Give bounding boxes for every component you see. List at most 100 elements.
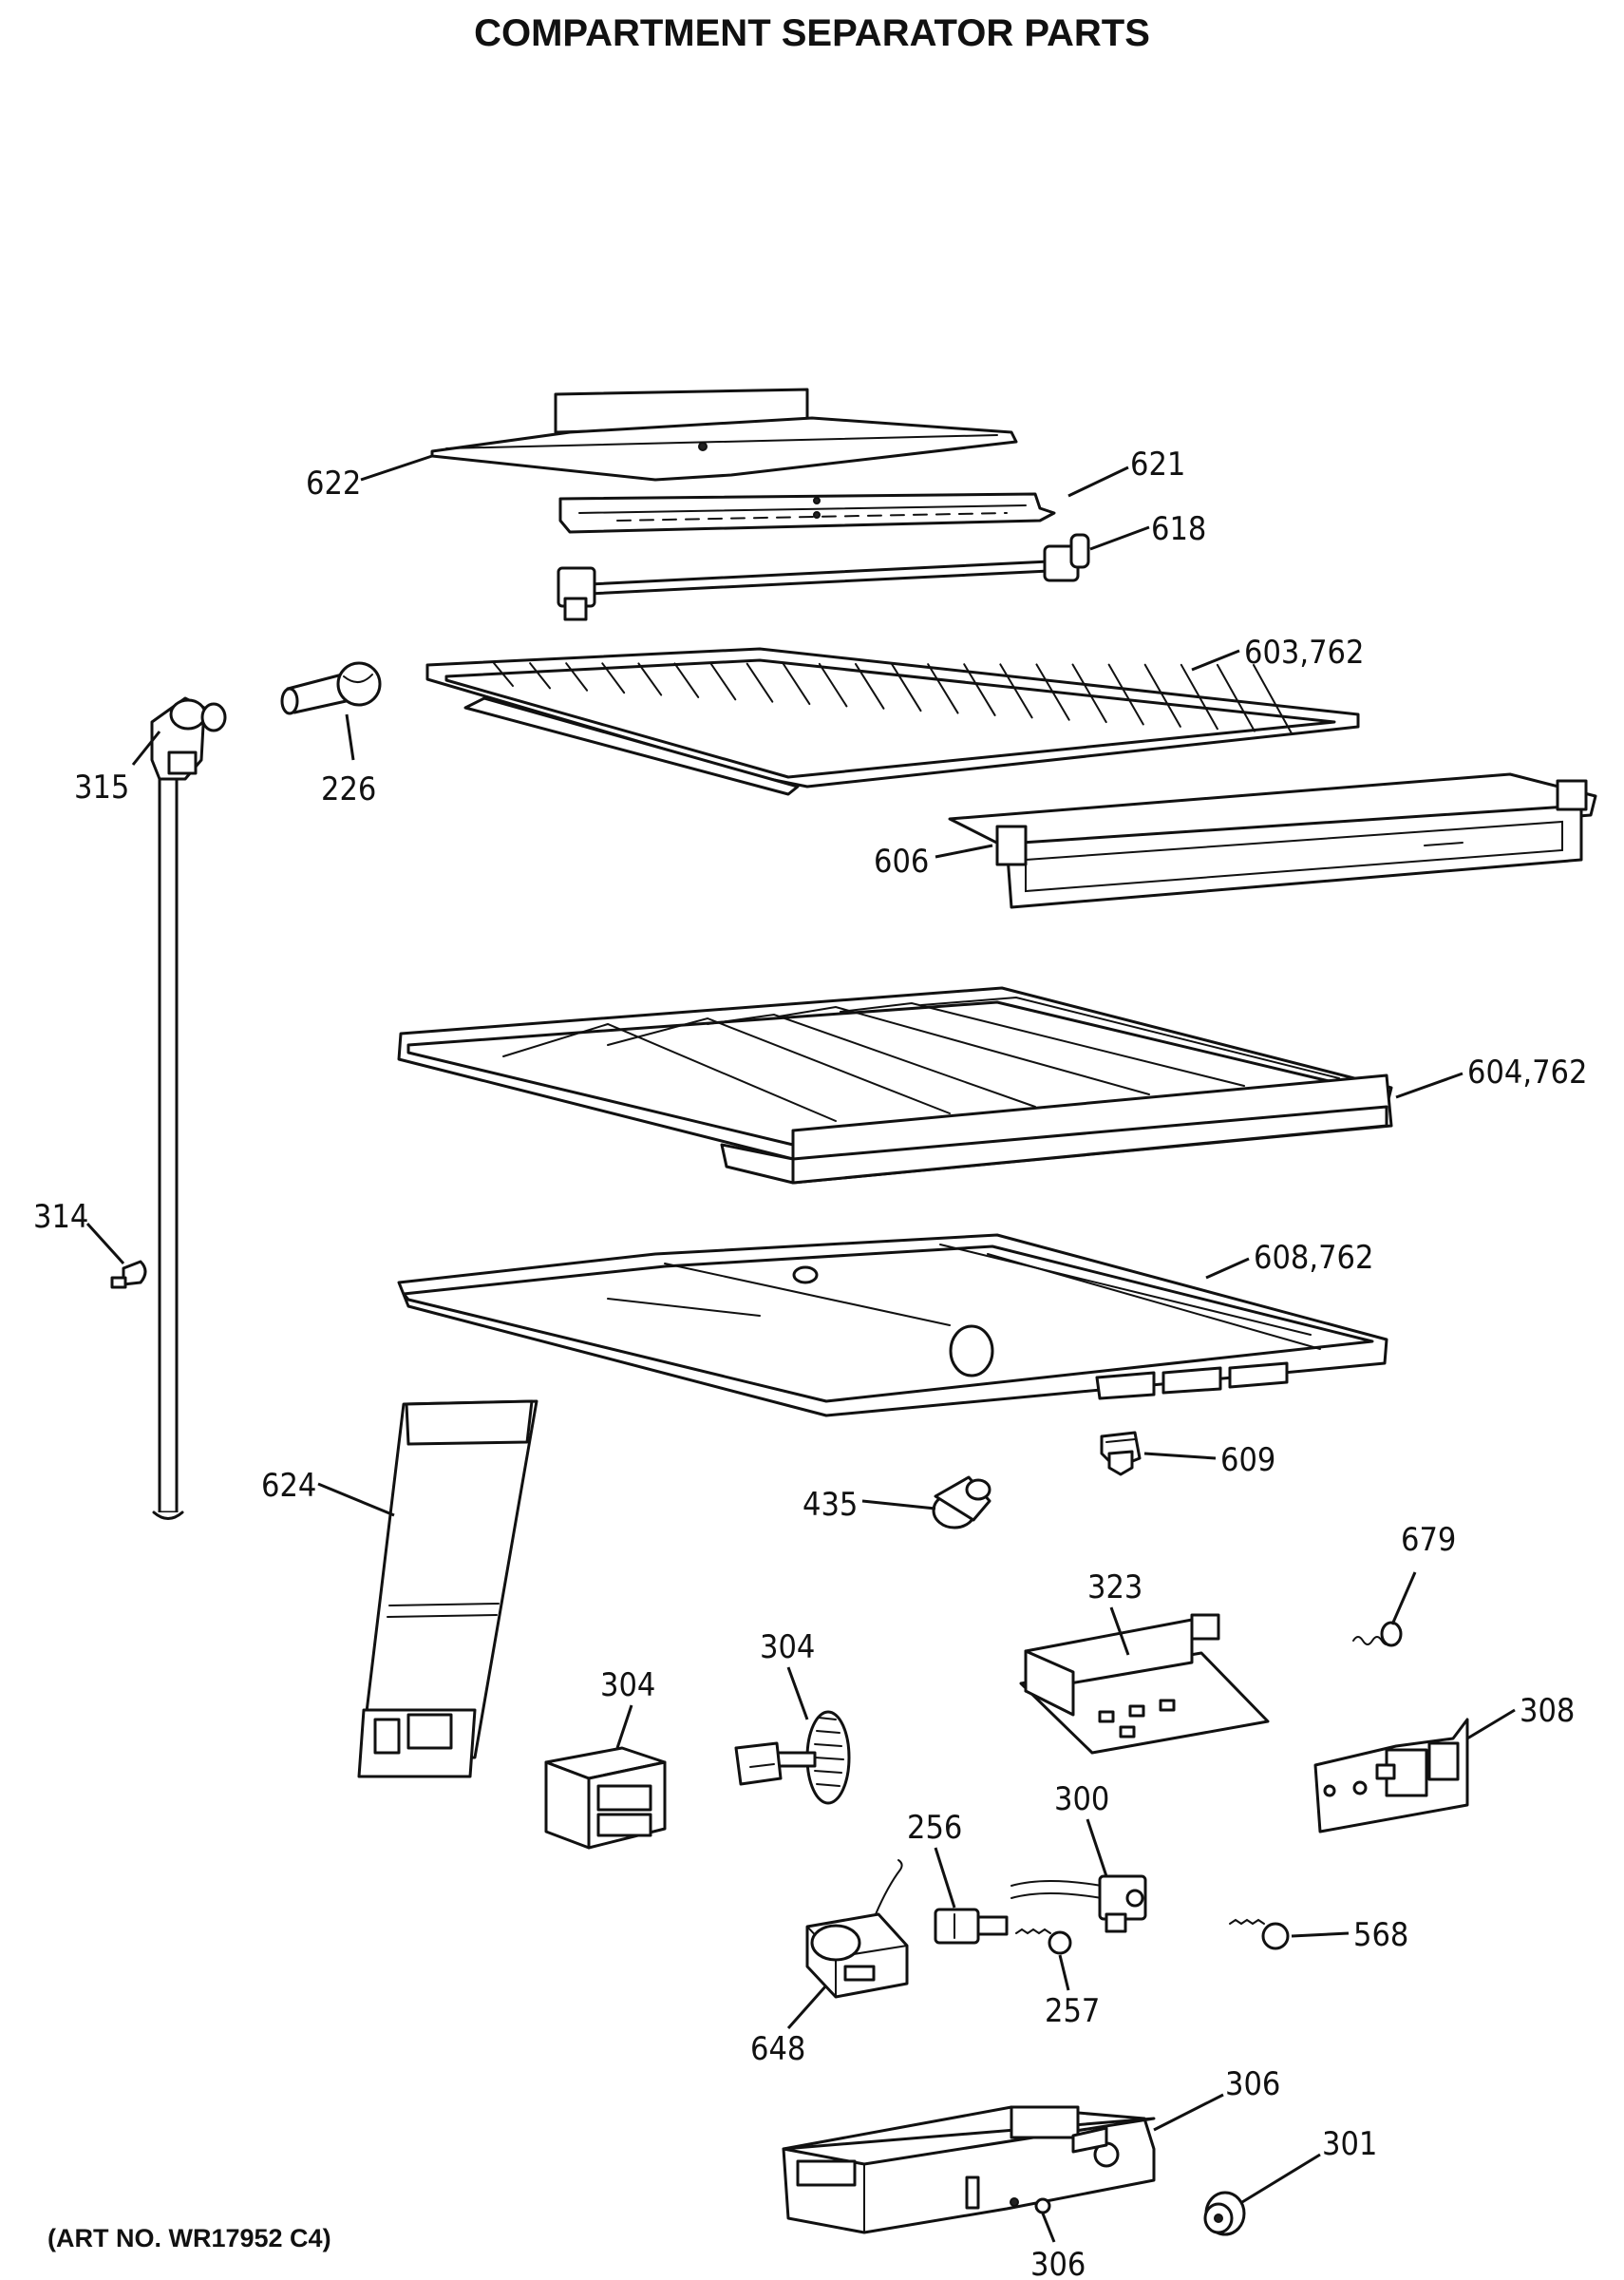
shelf-rib <box>927 663 959 714</box>
part-308-plate <box>1313 1718 1469 1834</box>
shelf-rib <box>1071 663 1107 724</box>
leader-568 <box>1291 1931 1350 1938</box>
leader-314 <box>85 1222 125 1265</box>
diagram-title: COMPARTMENT SEPARATOR PARTS <box>474 12 1150 54</box>
shelf-rib <box>601 662 626 694</box>
callout-568: 568 <box>1353 1916 1408 1954</box>
part-301-knob <box>1203 2191 1246 2236</box>
leader-257 <box>1058 1954 1070 1991</box>
callout-256: 256 <box>907 1809 962 1847</box>
callout-300: 300 <box>1054 1780 1109 1818</box>
callout-606: 606 <box>874 843 929 881</box>
shelf-rib <box>818 662 848 708</box>
leader-435 <box>861 1499 936 1510</box>
part-435-cap <box>932 1475 991 1530</box>
shelf-rib <box>1216 663 1256 732</box>
leader-603 <box>1191 649 1240 672</box>
part-606-trim-panel <box>948 772 1597 909</box>
leader-609 <box>1143 1452 1217 1460</box>
part-603-ribbed-shelf <box>425 647 1360 796</box>
callout-608: 608,762 <box>1254 1239 1373 1277</box>
callout-315: 315 <box>74 769 129 807</box>
part-679-spring <box>1352 1621 1403 1647</box>
callout-308: 308 <box>1520 1692 1575 1730</box>
shelf-rib <box>746 662 774 703</box>
callout-603: 603,762 <box>1244 634 1364 672</box>
part-304-damper-gear <box>734 1710 851 1805</box>
shelf-rib <box>1107 663 1144 726</box>
leader-604 <box>1395 1072 1463 1099</box>
callout-314: 314 <box>33 1198 88 1236</box>
part-256-switch <box>934 1908 1009 1945</box>
shelf-rib <box>963 663 996 716</box>
callout-604: 604,762 <box>1467 1054 1587 1092</box>
shelf-rib <box>529 662 552 690</box>
shelf-rib <box>673 662 700 698</box>
leader-315 <box>131 731 161 766</box>
leader-648 <box>786 1985 828 2029</box>
part-609-connector <box>1100 1431 1142 1476</box>
part-323-bracket <box>1019 1613 1270 1755</box>
part-257-screw <box>1015 1928 1072 1955</box>
leader-306b <box>1041 2213 1056 2243</box>
callout-labels: 622 621 618 603,762 315 226 606 604,762 … <box>33 446 1587 2280</box>
leader-323 <box>1109 1606 1130 1656</box>
part-568-screw <box>1229 1918 1290 1950</box>
part-314-clip <box>110 1260 147 1289</box>
leader-301 <box>1241 2153 1321 2204</box>
callout-679: 679 <box>1401 1521 1456 1559</box>
callout-304b: 304 <box>760 1628 815 1666</box>
callout-621: 621 <box>1130 446 1185 484</box>
callout-306b: 306 <box>1030 2246 1086 2280</box>
callout-435: 435 <box>803 1486 858 1524</box>
callout-226: 226 <box>321 770 376 808</box>
part-226-plug <box>280 661 382 715</box>
callout-304a: 304 <box>600 1666 655 1704</box>
callout-648: 648 <box>750 2030 805 2068</box>
part-621-rail <box>558 492 1056 534</box>
leader-304b <box>786 1666 809 1720</box>
leader-226 <box>345 713 355 761</box>
part-648-motor <box>805 1859 909 1999</box>
shelf-rib <box>782 662 811 706</box>
leader-308 <box>1466 1708 1516 1740</box>
part-315-support-rod <box>150 696 227 1520</box>
callout-622: 622 <box>306 465 361 503</box>
shelf-rib <box>1180 663 1218 731</box>
shelf-rib <box>999 663 1033 719</box>
leader-300 <box>1086 1818 1108 1877</box>
part-300-thermostat <box>1010 1874 1147 1933</box>
part-622-cover <box>430 388 1018 482</box>
part-608-lower-pan <box>397 1233 1388 1417</box>
shelf-rib <box>891 663 922 712</box>
part-618-rod <box>557 533 1090 621</box>
shelf-rib <box>1035 663 1070 721</box>
art-number: (ART NO. WR17952 C4) <box>47 2224 331 2252</box>
leader-624 <box>317 1482 395 1517</box>
leader-679 <box>1390 1571 1417 1625</box>
shelf-rib <box>565 662 589 692</box>
shelf-rib <box>493 662 514 687</box>
shelf-rib <box>637 662 663 696</box>
part-304-damper-housing <box>544 1746 667 1850</box>
leader-622 <box>360 454 433 482</box>
shelf-rib <box>709 662 737 701</box>
part-624-air-duct <box>357 1399 538 1778</box>
leader-304a <box>615 1704 633 1749</box>
leader-608 <box>1205 1257 1250 1280</box>
callout-323: 323 <box>1087 1568 1142 1606</box>
callout-609: 609 <box>1220 1441 1275 1479</box>
leader-618 <box>1089 525 1150 551</box>
callout-618: 618 <box>1151 510 1206 548</box>
leader-621 <box>1067 466 1129 498</box>
leader-306a <box>1153 2093 1224 2132</box>
shelf-rib <box>854 662 885 710</box>
part-306-control-housing <box>782 2105 1156 2234</box>
leader-606 <box>935 844 993 859</box>
leader-lines <box>85 454 1516 2243</box>
leader-256 <box>934 1847 956 1909</box>
shelf-rib <box>1253 664 1293 734</box>
shelf-rib <box>1143 663 1181 728</box>
part-604-divider-pan <box>397 986 1393 1185</box>
